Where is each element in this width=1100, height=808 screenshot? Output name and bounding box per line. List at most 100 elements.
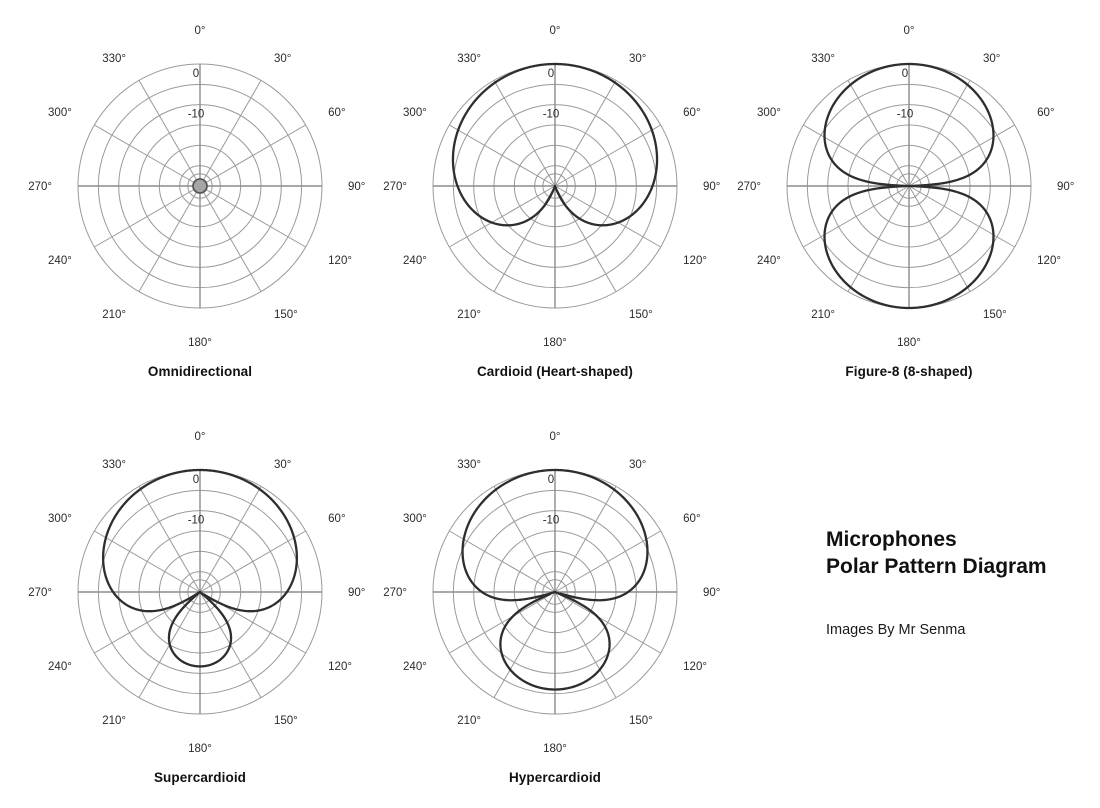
angle-tick-label: 90°: [348, 587, 365, 599]
angle-tick-label: 30°: [983, 53, 1000, 65]
grid-spoke: [449, 591, 556, 654]
angle-tick-label: 60°: [683, 513, 700, 525]
grid-spoke: [803, 185, 910, 248]
angle-tick-label: 180°: [188, 743, 212, 755]
radial-tick-label: 0: [548, 68, 554, 80]
grid-spoke: [554, 591, 617, 698]
angle-tick-label: 0°: [904, 25, 915, 37]
angle-tick-label: 0°: [550, 431, 561, 443]
pattern-curve: [907, 62, 995, 188]
angle-tick-label: 150°: [274, 715, 298, 727]
pattern-curve: [167, 590, 233, 668]
plot-caption: Figure-8 (8-shaped): [845, 364, 973, 379]
angle-tick-label: 120°: [683, 661, 707, 673]
polar-chart-svg: 0°30°60°90°120°150°180°210°240°270°300°3…: [28, 431, 365, 755]
polar-chart-svg: 0°30°60°90°120°150°180°210°240°270°300°3…: [28, 25, 365, 349]
grid-spoke: [554, 530, 661, 593]
grid-spoke: [138, 80, 201, 187]
polar-plot-cardioid: 0°30°60°90°120°150°180°210°240°270°300°3…: [377, 14, 733, 394]
angle-tick-label: 330°: [457, 53, 481, 65]
angle-tick-label: 90°: [1057, 181, 1074, 193]
angle-tick-label: 210°: [457, 309, 481, 321]
angle-tick-label: 90°: [703, 587, 720, 599]
plot-caption: Hypercardioid: [508, 770, 602, 785]
pattern-curve: [823, 62, 912, 188]
grid-spoke: [554, 80, 617, 187]
angle-tick-label: 240°: [48, 255, 72, 267]
angle-tick-label: 270°: [28, 587, 52, 599]
angle-tick-label: 30°: [629, 459, 646, 471]
angle-tick-label: 330°: [811, 53, 835, 65]
grid-spoke: [199, 486, 262, 593]
angle-tick-label: 60°: [1037, 107, 1054, 119]
pattern-curve: [823, 184, 995, 310]
grid-spoke: [847, 80, 910, 187]
angle-tick-label: 60°: [683, 107, 700, 119]
polar-plot-supercardioid: 0°30°60°90°120°150°180°210°240°270°300°3…: [22, 420, 378, 800]
angle-tick-label: 30°: [274, 53, 291, 65]
angle-tick-label: 330°: [457, 459, 481, 471]
grid-spoke: [493, 591, 556, 698]
angle-tick-label: 60°: [328, 107, 345, 119]
polar-plot-figure8: 0°30°60°90°120°150°180°210°240°270°300°3…: [731, 14, 1087, 394]
radial-tick-label: -10: [188, 515, 205, 527]
angle-tick-label: 30°: [274, 459, 291, 471]
angle-tick-label: 120°: [328, 661, 352, 673]
radial-tick-label: -10: [188, 109, 205, 121]
grid-spoke: [847, 185, 910, 292]
title-block: Microphones Polar Pattern Diagram Images…: [826, 526, 1086, 638]
angle-tick-label: 150°: [983, 309, 1007, 321]
angle-tick-label: 30°: [629, 53, 646, 65]
angle-tick-label: 240°: [403, 661, 427, 673]
angle-tick-label: 60°: [328, 513, 345, 525]
angle-tick-label: 180°: [188, 337, 212, 349]
angle-tick-label: 150°: [274, 309, 298, 321]
angle-tick-label: 240°: [48, 661, 72, 673]
credit-line: Images By Mr Senma: [826, 622, 966, 639]
radial-tick-label: -10: [543, 515, 560, 527]
grid-spoke: [138, 185, 201, 292]
grid-spoke: [94, 124, 201, 187]
grid-spoke: [94, 185, 201, 248]
angle-tick-label: 90°: [348, 181, 365, 193]
pattern-curve: [499, 590, 611, 691]
angle-tick-label: 90°: [703, 181, 720, 193]
pattern-curve: [553, 468, 649, 602]
angle-tick-label: 0°: [195, 25, 206, 37]
angle-tick-label: 120°: [328, 255, 352, 267]
grid-spoke: [908, 185, 971, 292]
angle-tick-label: 270°: [383, 587, 407, 599]
plot-caption: Omnidirectional: [147, 364, 253, 379]
angle-tick-label: 300°: [48, 513, 72, 525]
angle-tick-label: 0°: [550, 25, 561, 37]
angle-tick-label: 330°: [102, 459, 126, 471]
radial-tick-label: 0: [193, 68, 199, 80]
angle-tick-label: 300°: [757, 107, 781, 119]
plot-caption: Cardioid (Heart-shaped): [476, 364, 634, 379]
radial-tick-label: -10: [897, 109, 914, 121]
grid-spoke: [199, 185, 262, 292]
polar-chart-svg: 0°30°60°90°120°150°180°210°240°270°300°3…: [383, 25, 720, 349]
angle-tick-label: 240°: [403, 255, 427, 267]
grid-spoke: [908, 124, 1015, 187]
grid-spoke: [199, 530, 306, 593]
angle-tick-label: 210°: [102, 309, 126, 321]
grid-spoke: [199, 185, 306, 248]
grid-spoke: [554, 124, 661, 187]
polar-plot-hypercardioid: 0°30°60°90°120°150°180°210°240°270°300°3…: [377, 420, 733, 800]
grid-spoke: [554, 591, 661, 654]
omni-center-marker: [192, 178, 208, 194]
grid-spoke: [94, 530, 201, 593]
radial-tick-label: -10: [543, 109, 560, 121]
angle-tick-label: 0°: [195, 431, 206, 443]
angle-tick-label: 270°: [383, 181, 407, 193]
grid-spoke: [908, 185, 1015, 248]
polar-chart-svg: 0°30°60°90°120°150°180°210°240°270°300°3…: [737, 25, 1074, 349]
grid-spoke: [138, 486, 201, 593]
angle-tick-label: 300°: [48, 107, 72, 119]
angle-tick-label: 150°: [629, 309, 653, 321]
radial-tick-label: 0: [902, 68, 908, 80]
pattern-curve: [101, 468, 203, 613]
title-line-2: Polar Pattern Diagram: [826, 555, 1047, 579]
